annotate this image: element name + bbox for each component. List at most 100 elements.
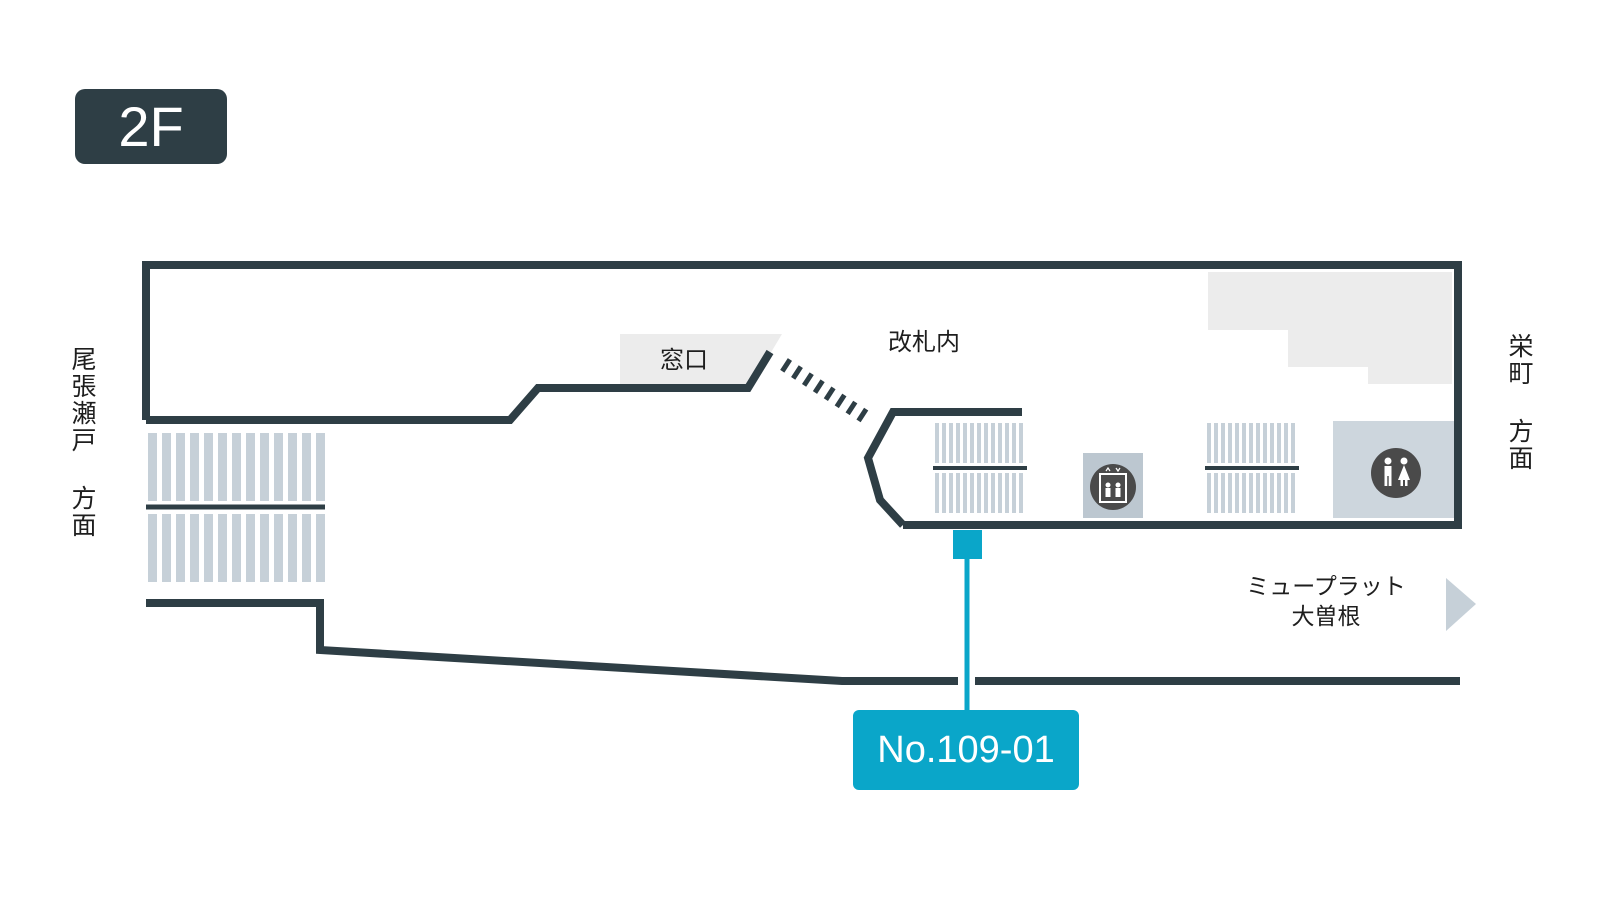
stair-step [190, 433, 199, 501]
stair-step [1270, 473, 1274, 513]
stair-step [204, 514, 213, 582]
stair-step [1284, 473, 1288, 513]
stair-step [977, 473, 981, 513]
stair-step [984, 423, 988, 463]
stair-step [204, 433, 213, 501]
stair-step [1249, 423, 1253, 463]
stair-step [246, 514, 255, 582]
stair-step [162, 433, 171, 501]
stair-step [942, 473, 946, 513]
stair-step [991, 423, 995, 463]
stair-step [232, 514, 241, 582]
gate-area-label: 改札内 [888, 328, 960, 356]
stair-step [1019, 423, 1023, 463]
stair-step [956, 423, 960, 463]
lower-wall [146, 599, 958, 685]
stair-step [1263, 423, 1267, 463]
stair-step [260, 433, 269, 501]
stair-step [274, 514, 283, 582]
stair-step [998, 423, 1002, 463]
stair-step [190, 514, 199, 582]
stair-step [1291, 473, 1295, 513]
stair-step [1221, 473, 1225, 513]
elevator-icon [1090, 464, 1136, 510]
stair-step [316, 514, 325, 582]
stair-step [998, 473, 1002, 513]
stair-step [218, 514, 227, 582]
stair-step [942, 423, 946, 463]
west-stairs [146, 433, 325, 582]
direction-southeast-label: ミュープラット 大曽根 [1236, 572, 1416, 632]
stair-step [1270, 423, 1274, 463]
ticket-window-label: 窓口 [660, 346, 708, 374]
stair-step [963, 423, 967, 463]
stair-step [1277, 423, 1281, 463]
spot-marker-square [953, 530, 982, 559]
stair-step [1256, 423, 1260, 463]
direction-west-label: 尾張瀬戸 方面 [68, 346, 97, 539]
stair-step [1019, 473, 1023, 513]
triangle-right-icon [1446, 578, 1476, 631]
stair-step [176, 433, 185, 501]
spot-id-tag[interactable]: No.109-01 [853, 710, 1079, 790]
inner-wall-upper [146, 349, 774, 424]
stair-step [302, 433, 311, 501]
stair-step [218, 433, 227, 501]
stair-step [1249, 473, 1253, 513]
stair-step [274, 433, 283, 501]
stair-step [1005, 473, 1009, 513]
stair-step [1214, 473, 1218, 513]
ticket-gate-line [780, 358, 874, 426]
stair-step [1207, 473, 1211, 513]
stair-step [176, 514, 185, 582]
stair-step [1221, 423, 1225, 463]
inner-wall-island [863, 408, 1022, 528]
inner-stairs-left [933, 423, 1027, 513]
stair-step [1228, 473, 1232, 513]
floor-label-badge: 2F [75, 89, 227, 164]
stair-step [1263, 473, 1267, 513]
stair-step [1277, 473, 1281, 513]
stair-step [1256, 473, 1260, 513]
stair-step [148, 514, 157, 582]
stair-step [1235, 423, 1239, 463]
direction-southeast-line1: ミュープラット [1246, 574, 1406, 600]
stair-step [1207, 423, 1211, 463]
stair-step [935, 423, 939, 463]
direction-southeast-line2: 大曽根 [1291, 604, 1361, 630]
stair-step [963, 473, 967, 513]
stair-step [1291, 423, 1295, 463]
stair-step [316, 433, 325, 501]
shaded-area [1208, 272, 1452, 384]
stair-step [949, 423, 953, 463]
stair-step [148, 433, 157, 501]
stair-step [991, 473, 995, 513]
stair-step [1005, 423, 1009, 463]
direction-east-label: 栄町 方面 [1505, 333, 1534, 472]
stair-step [956, 473, 960, 513]
stair-step [1228, 423, 1232, 463]
stair-step [949, 473, 953, 513]
stair-step [232, 433, 241, 501]
restroom-icon [1371, 448, 1421, 498]
outer-wall [142, 261, 1462, 529]
stair-step [1235, 473, 1239, 513]
stair-step [302, 514, 311, 582]
stair-step [984, 473, 988, 513]
ticket-window-area [620, 334, 782, 384]
stair-step [970, 473, 974, 513]
inner-stairs-right [1205, 423, 1299, 513]
stair-step [1284, 423, 1288, 463]
stair-step [1242, 473, 1246, 513]
stair-step [288, 514, 297, 582]
stair-step [162, 514, 171, 582]
stair-step [1242, 423, 1246, 463]
stair-step [1214, 423, 1218, 463]
stair-step [260, 514, 269, 582]
stair-step [935, 473, 939, 513]
stair-step [1012, 423, 1016, 463]
stair-step [246, 433, 255, 501]
stair-step [970, 423, 974, 463]
